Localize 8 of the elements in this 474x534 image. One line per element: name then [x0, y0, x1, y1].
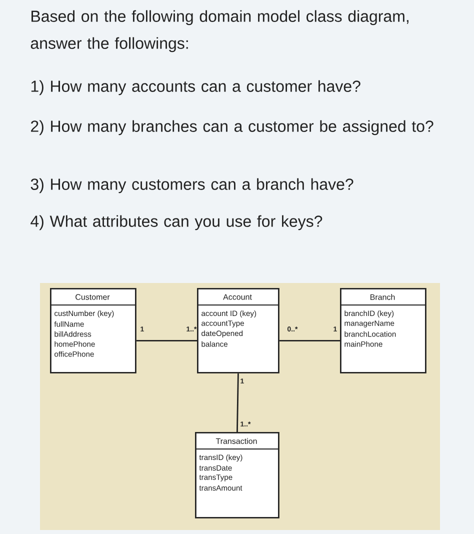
question: 1) How many accounts can a customer have? [31, 80, 360, 96]
association-line [236, 373, 239, 432]
question: 4) What attributes can you use for keys? [30, 215, 322, 230]
association-line [279, 340, 340, 342]
association-line [136, 340, 197, 342]
title: Based on the following domain model class diagram, answer the followings: [30, 10, 408, 52]
question: 3) How many customers can a branch have? [30, 178, 354, 194]
question: 2) How many branches can a customer be assigned to? [31, 120, 434, 136]
